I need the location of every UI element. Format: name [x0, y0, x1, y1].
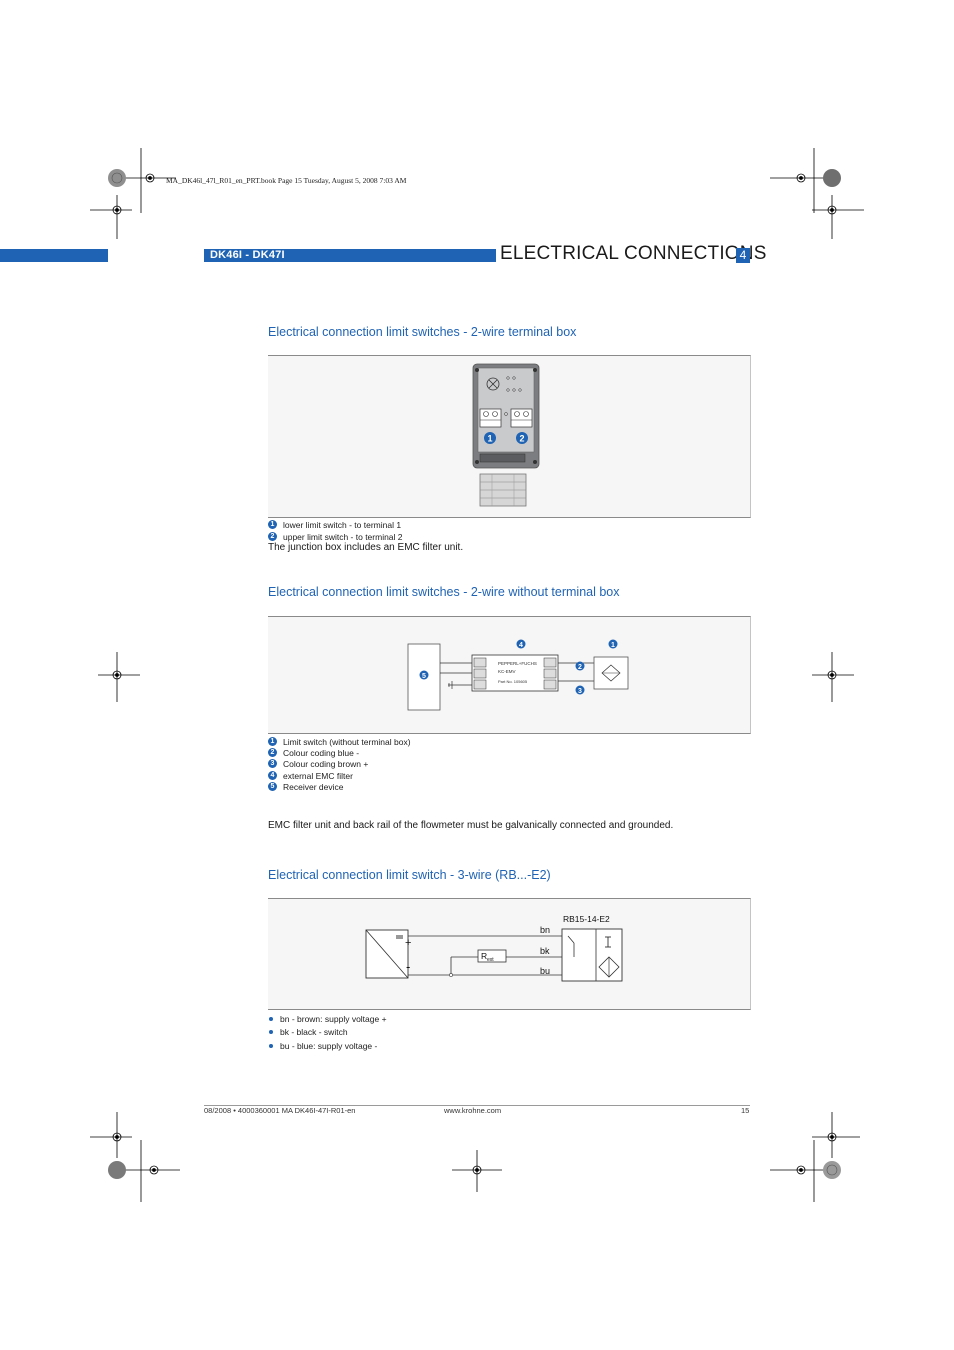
marker-2: 2 [519, 434, 524, 444]
legend-text: Colour coding brown + [283, 758, 369, 769]
marker-1: 1 [611, 642, 615, 649]
product-name: DK46I - DK47I [210, 249, 285, 261]
legend-item: 2 Colour coding blue - [268, 747, 359, 758]
wire-bk: bk [540, 946, 550, 956]
bullet-item: bk - black - switch [268, 1026, 348, 1037]
legend-item: 2 upper limit switch - to terminal 2 [268, 531, 403, 542]
section-heading-without-terminal-box: Electrical connection limit switches - 2… [268, 585, 620, 599]
legend-number: 1 [268, 520, 277, 529]
legend-number: 2 [268, 748, 277, 757]
legend-item: 4 external EMC filter [268, 770, 353, 781]
marker-5: 5 [422, 673, 426, 680]
print-info: MA_DK46l_47l_R01_en_PRT.book Page 15 Tue… [166, 176, 407, 185]
terminal-box-drawing: 1 2 [472, 363, 540, 507]
bullet-item: bu - blue: supply voltage - [268, 1040, 377, 1051]
bullet-text: bu - blue: supply voltage - [280, 1040, 378, 1051]
bullet-text: bk - black - switch [280, 1026, 348, 1037]
filter-model: KC-EMV [498, 669, 516, 674]
plus-sign: + [405, 937, 411, 949]
filter-part: Part No. 105605 [498, 679, 528, 684]
figure-without-terminal-box: 5 PEPPERL+FUCHS KC-EMV Part No. 105605 4… [268, 616, 751, 734]
bullet-item: bn - brown: supply voltage + [268, 1013, 387, 1024]
figure-terminal-box: 1 2 [268, 355, 751, 518]
sensor-model: RB15-14-E2 [563, 914, 610, 924]
legend-number: 4 [268, 771, 277, 780]
note-grounding: EMC filter unit and back rail of the flo… [268, 820, 674, 831]
marker-1: 1 [487, 434, 492, 444]
legend-number: 2 [268, 532, 277, 541]
header-bar [204, 249, 496, 262]
marker-3: 3 [578, 688, 582, 695]
minus-sign: - [406, 959, 410, 974]
legend-text: Receiver device [283, 781, 344, 792]
emc-filter-wiring-diagram: 5 PEPPERL+FUCHS KC-EMV Part No. 105605 4… [407, 639, 629, 711]
bullet-text: bn - brown: supply voltage + [280, 1013, 387, 1024]
footer-rule [204, 1105, 750, 1106]
header-bar-left [0, 249, 108, 262]
marker-4: 4 [519, 642, 523, 649]
page-number: 15 [741, 1106, 750, 1115]
legend-text: Colour coding blue - [283, 747, 360, 758]
marker-2: 2 [578, 664, 582, 671]
resistor-subscript: ext [487, 957, 494, 963]
footer-website: www.krohne.com [444, 1106, 502, 1115]
legend-item: 1 Limit switch (without terminal box) [268, 736, 411, 747]
note-emc-filter: The junction box includes an EMC filter … [268, 542, 464, 553]
legend-text: external EMC filter [283, 770, 353, 781]
filter-brand: PEPPERL+FUCHS [498, 661, 537, 666]
wire-bu: bu [540, 966, 550, 976]
legend-item: 5 Receiver device [268, 781, 343, 792]
bullet-dot [269, 1016, 273, 1021]
legend-number: 5 [268, 782, 277, 791]
section-heading-terminal-box: Electrical connection limit switches - 2… [268, 325, 577, 339]
footer-doc-info: 08/2008 • 4000360001 MA DK46I-47I-R01-en [204, 1106, 356, 1115]
wire-bn: bn [540, 925, 550, 935]
resistor-label: R [481, 951, 487, 961]
bullet-dot [269, 1043, 273, 1048]
legend-text: Limit switch (without terminal box) [283, 736, 411, 747]
figure-3-wire: + - R ext bn bk bu RB15-14-E2 [268, 898, 751, 1010]
3-wire-circuit-diagram: + - R ext bn bk bu RB15-14-E2 [365, 914, 623, 982]
legend-number: 1 [268, 737, 277, 746]
legend-text: lower limit switch - to terminal 1 [283, 519, 402, 530]
legend-item: 1 lower limit switch - to terminal 1 [268, 519, 401, 530]
chapter-title: ELECTRICAL CONNECTIONS [500, 243, 767, 264]
legend-text: upper limit switch - to terminal 2 [283, 531, 403, 542]
bullet-dot [269, 1029, 273, 1034]
legend-number: 3 [268, 759, 277, 768]
chapter-number: 4 [736, 248, 750, 263]
section-heading-3-wire: Electrical connection limit switch - 3-w… [268, 868, 551, 882]
legend-item: 3 Colour coding brown + [268, 758, 368, 769]
